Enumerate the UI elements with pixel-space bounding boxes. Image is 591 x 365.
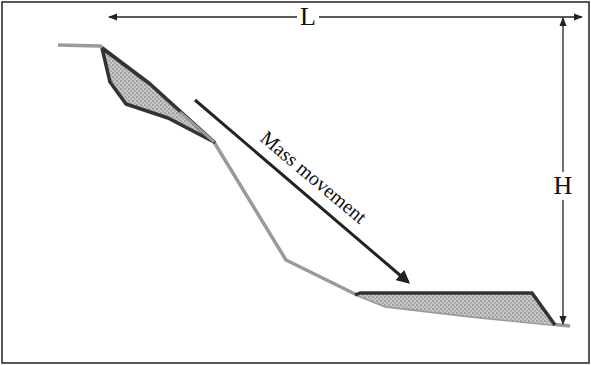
dimension-label: L [297,3,319,31]
dimension-label: H [551,172,576,200]
original-surface [58,45,570,326]
scar-outline [102,48,214,142]
process-label: Mass movement [254,124,374,229]
movement-arrow [195,100,408,282]
accumulation-zone [355,293,555,325]
depletion-zone [102,48,214,142]
slip-surface [180,112,214,142]
deposit-outline [355,293,555,325]
height-dimension [562,18,563,324]
length-dimension [109,16,582,17]
